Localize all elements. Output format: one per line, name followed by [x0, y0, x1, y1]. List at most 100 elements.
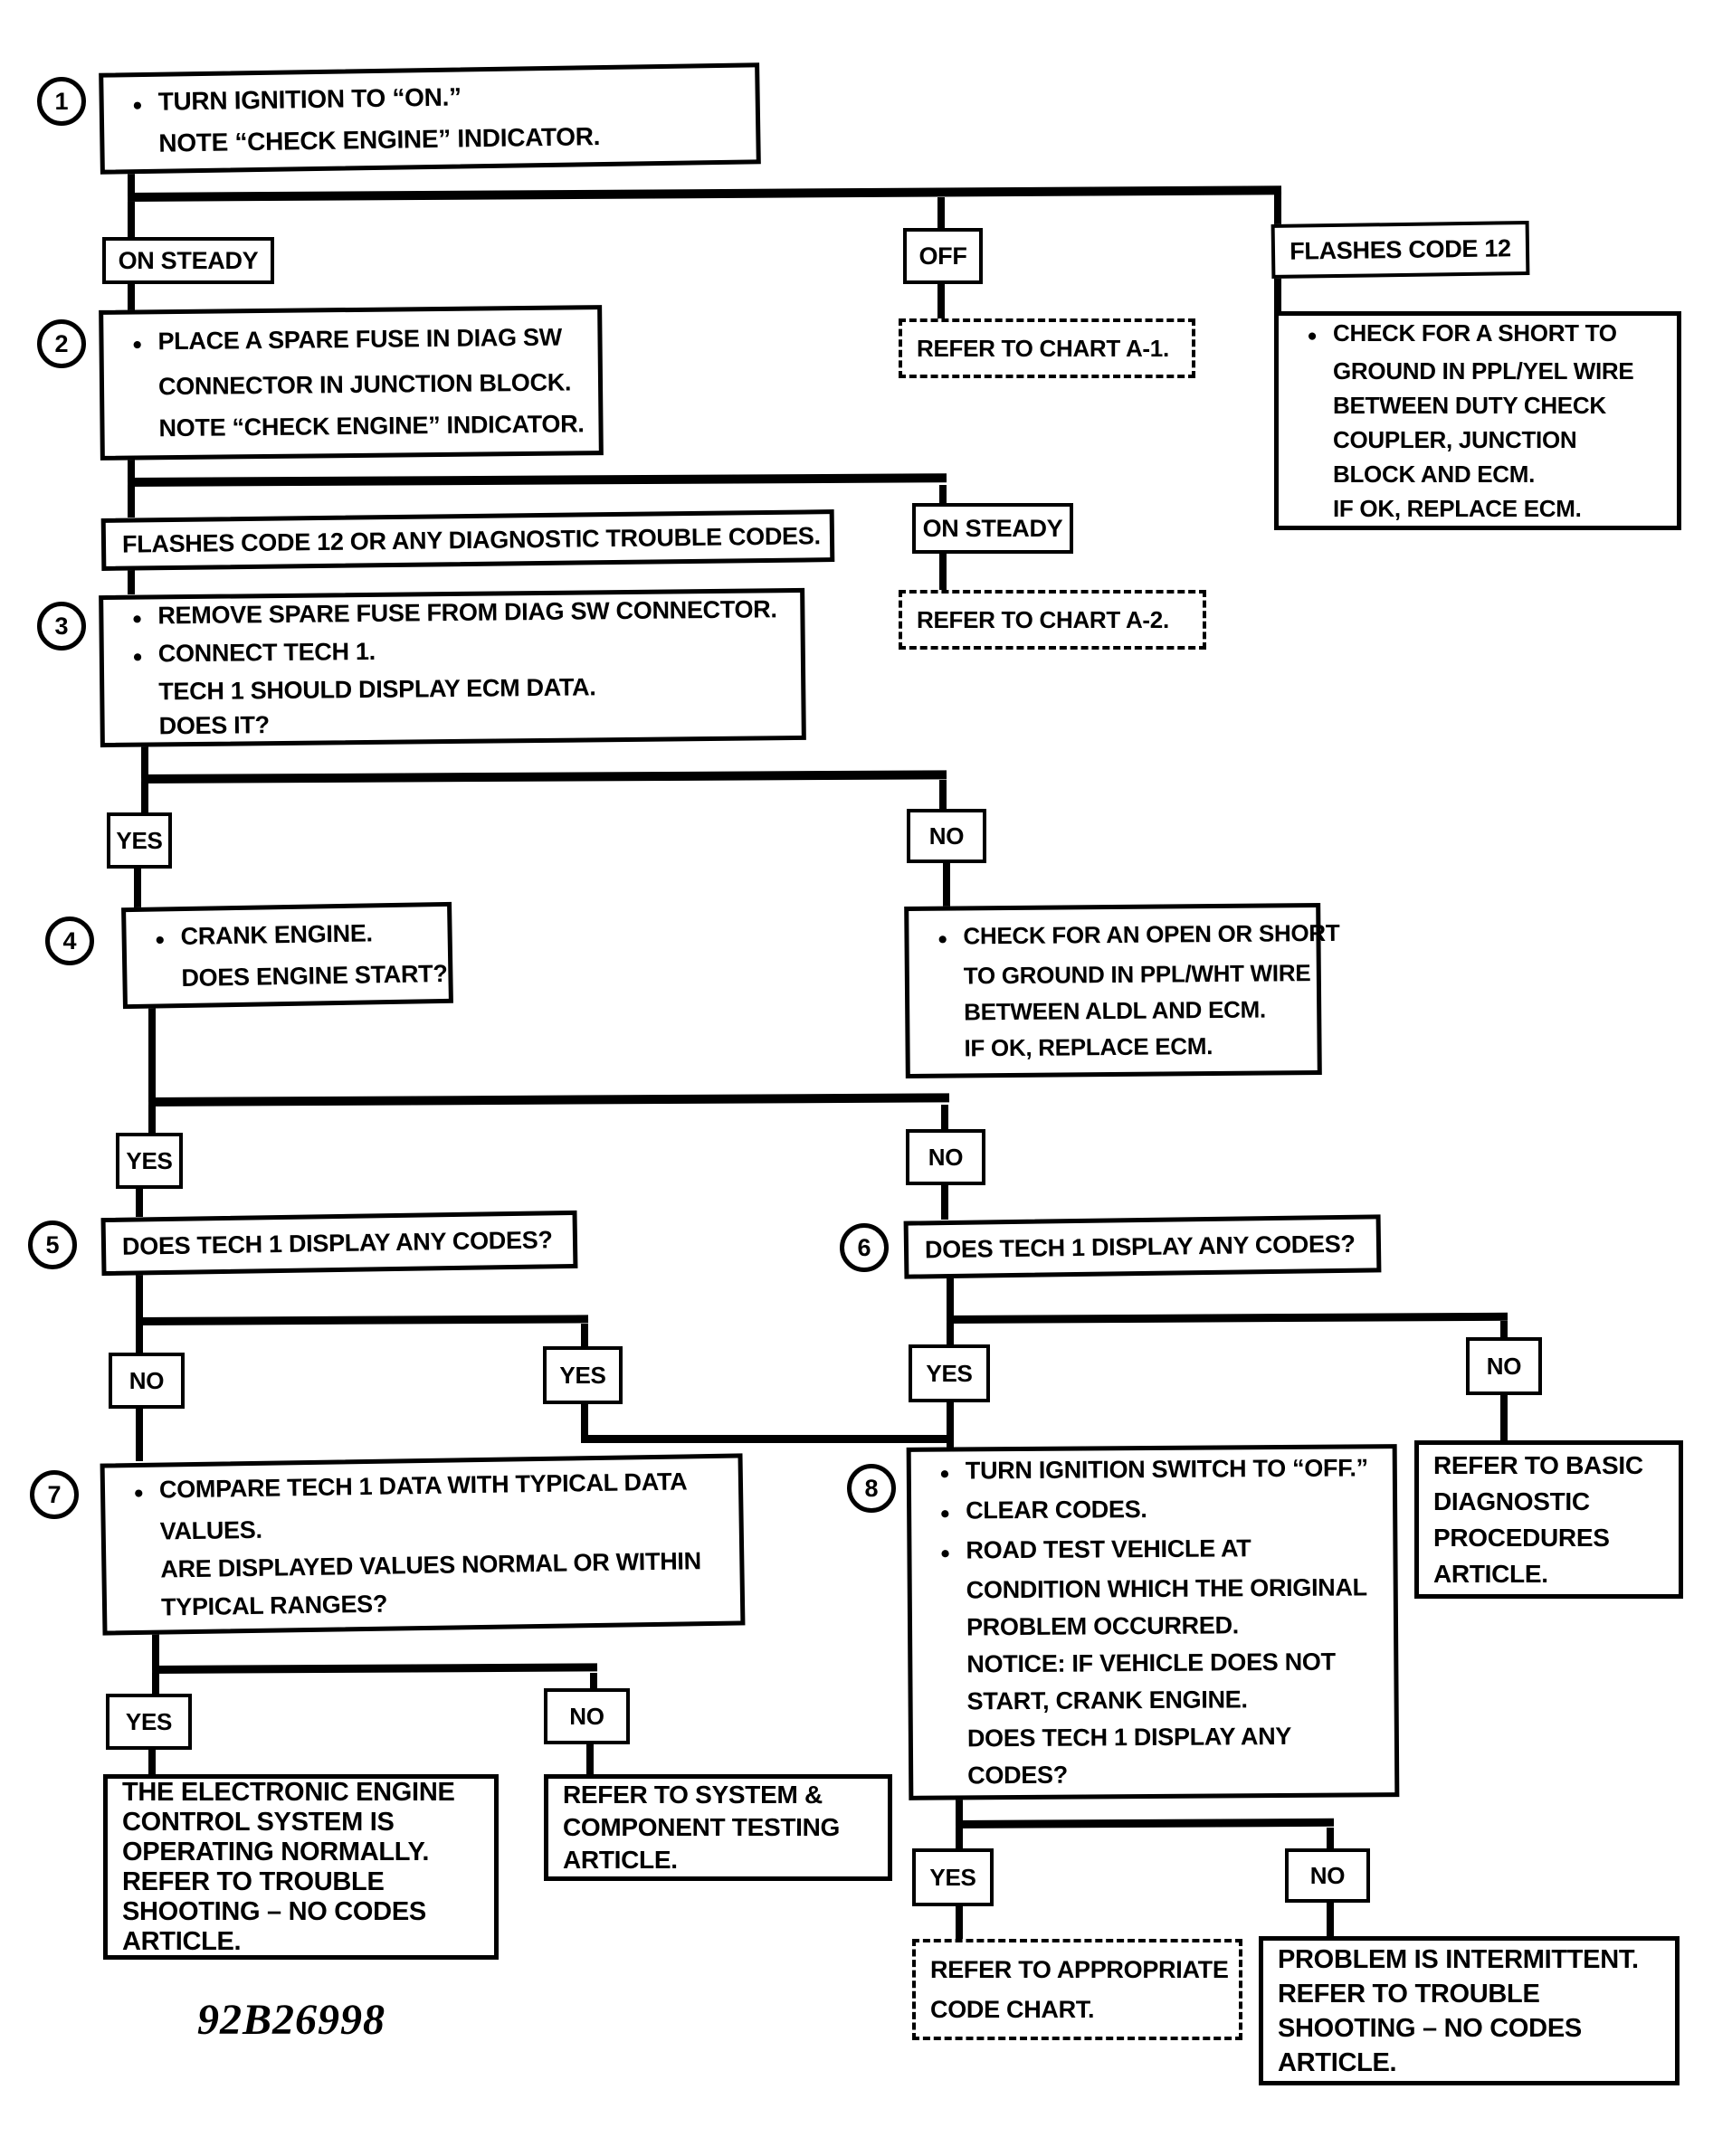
node-text: YES: [926, 1360, 973, 1387]
node-text-line: ●CHECK FOR A SHORT TO: [1291, 316, 1677, 354]
node-text-line: DIAGNOSTIC: [1433, 1484, 1679, 1520]
connector-line: [1500, 1321, 1508, 1339]
node-text: ARTICLE.: [1278, 2047, 1397, 2077]
connector-line: [581, 1324, 588, 1349]
node-text: IF OK, REPLACE ECM.: [964, 1032, 1213, 1062]
step-number-circle-2: 2: [37, 319, 86, 368]
node-text-line: SHOOTING – NO CODES: [1278, 2011, 1675, 2046]
step-number: 4: [62, 926, 77, 955]
node-text-line: COUPLER, JUNCTION: [1291, 423, 1677, 457]
node-text-line: ● ROAD TEST VEHICLE AT: [924, 1529, 1393, 1572]
bullet-icon: ●: [131, 609, 143, 629]
node-text: OFF: [918, 242, 967, 270]
node-text: COUPLER, JUNCTION: [1333, 426, 1577, 453]
node-text: REFER TO TROUBLE: [1278, 1979, 1540, 2009]
label-on-steady-1: ON STEADY: [102, 237, 274, 284]
node-text: CLEAR CODES.: [966, 1496, 1147, 1524]
node-text: ARTICLE.: [122, 1926, 242, 1956]
node-text: YES: [559, 1362, 606, 1389]
step-number: 7: [47, 1480, 62, 1508]
connector-line: [1274, 194, 1281, 226]
node-text: ARTICLE.: [563, 1846, 678, 1874]
node-text: ROAD TEST VEHICLE AT: [966, 1534, 1251, 1564]
node-text-line: ARTICLE.: [1433, 1556, 1679, 1592]
step-number: 3: [54, 612, 69, 640]
node-text: TO GROUND IN PPL/WHT WIRE: [963, 959, 1311, 990]
connector-line: [152, 1629, 159, 1670]
node-text-line: ON STEADY: [119, 247, 259, 274]
node-text-line: BETWEEN DUTY CHECK: [1291, 388, 1677, 423]
result-refer-chart-a1: REFER TO CHART A-1.: [899, 318, 1195, 378]
label-yes-4: YES: [909, 1344, 990, 1402]
figure-number-caption: 92B26998: [197, 1996, 386, 2044]
step-number-circle-4: 4: [45, 917, 94, 965]
node-text: BLOCK AND ECM.: [1333, 461, 1536, 488]
connector-line: [136, 1407, 143, 1461]
node-text-line: REFER TO BASIC: [1433, 1448, 1679, 1484]
bullet-indent: [140, 986, 182, 987]
connector-line: [141, 782, 148, 816]
bullet-icon: ●: [132, 647, 143, 667]
node-text: NOTICE: IF VEHICLE DOES NOT: [966, 1648, 1336, 1678]
step-number: 2: [54, 329, 69, 357]
result-problem-intermittent: PROBLEM IS INTERMITTENT. REFER TO TROUBLE…: [1259, 1936, 1680, 2085]
step-number: 1: [54, 87, 69, 115]
connector-line: [939, 780, 947, 811]
connector-line: [128, 283, 135, 310]
node-text-line: OPERATING NORMALLY.: [122, 1838, 494, 1867]
node-text: ON STEADY: [118, 247, 259, 274]
node-text-line: YES: [116, 827, 162, 854]
node-text-line: BLOCK AND ECM.: [1291, 457, 1677, 491]
label-yes-2: YES: [116, 1133, 183, 1189]
node-text-line: CODES?: [926, 1754, 1394, 1795]
label-no-4: NO: [1466, 1337, 1542, 1395]
node-text: START, CRANK ENGINE.: [966, 1686, 1248, 1715]
node-text: REFER TO CHART A-2.: [917, 606, 1169, 633]
connector-line: [581, 1402, 588, 1440]
node-text-line: OFF: [918, 242, 966, 270]
label-off: OFF: [903, 228, 983, 284]
node-text: YES: [125, 1708, 173, 1735]
bullet-indent: [119, 1616, 161, 1617]
result-refer-chart-a2: REFER TO CHART A-2.: [899, 590, 1206, 650]
node-text: TURN IGNITION TO “ON.”: [157, 82, 462, 116]
node-text: PROBLEM OCCURRED.: [966, 1611, 1240, 1641]
node-text: NO: [928, 1144, 964, 1171]
node-text: FLASHES CODE 12 OR ANY DIAGNOSTIC TROUBL…: [121, 522, 821, 558]
connector-line: [941, 1105, 948, 1132]
label-no-6: NO: [1285, 1848, 1370, 1903]
connector-line: [148, 1105, 156, 1135]
connector-line: [128, 485, 135, 518]
connector-line: [136, 1187, 143, 1217]
step-4-box: ●CRANK ENGINE.DOES ENGINE START?: [121, 901, 453, 1010]
node-text: DOES TECH 1 DISPLAY ANY CODES?: [121, 1226, 553, 1260]
step-number-circle-7: 7: [30, 1470, 79, 1519]
bullet-icon: ●: [939, 1543, 951, 1563]
node-text-line: CODE CHART.: [930, 1990, 1239, 2029]
node-text: PROBLEM IS INTERMITTENT.: [1278, 1944, 1639, 1974]
bullet-indent: [119, 1540, 160, 1541]
node-text: PLACE A SPARE FUSE IN DIAG SW: [157, 323, 562, 356]
node-text-line: CONTROL SYSTEM IS: [122, 1808, 494, 1838]
connector-line: [947, 1323, 954, 1346]
connector-line: [152, 1673, 159, 1695]
label-yes-6: YES: [912, 1848, 994, 1906]
connector-line: [586, 1743, 594, 1777]
node-text-line: DOES ENGINE START?: [139, 955, 449, 998]
node-text-line: GROUND IN PPL/YEL WIRE: [1291, 354, 1677, 388]
connector-line: [956, 1818, 1335, 1828]
node-text-line: ●PLACE A SPARE FUSE IN DIAG SW: [116, 316, 597, 366]
node-text: NO: [128, 1367, 165, 1394]
node-text: CHECK FOR A SHORT TO: [1333, 319, 1617, 347]
bullet-icon: ●: [133, 1483, 144, 1504]
node-text-line: SHOOTING – NO CODES: [122, 1897, 494, 1927]
node-text: DOES TECH 1 DISPLAY ANY CODES?: [924, 1230, 1356, 1264]
node-text: DIAGNOSTIC: [1433, 1486, 1590, 1515]
node-text-line: ARTICLE.: [1278, 2046, 1675, 2080]
node-text-line: REFER TO CHART A-1.: [917, 335, 1192, 362]
